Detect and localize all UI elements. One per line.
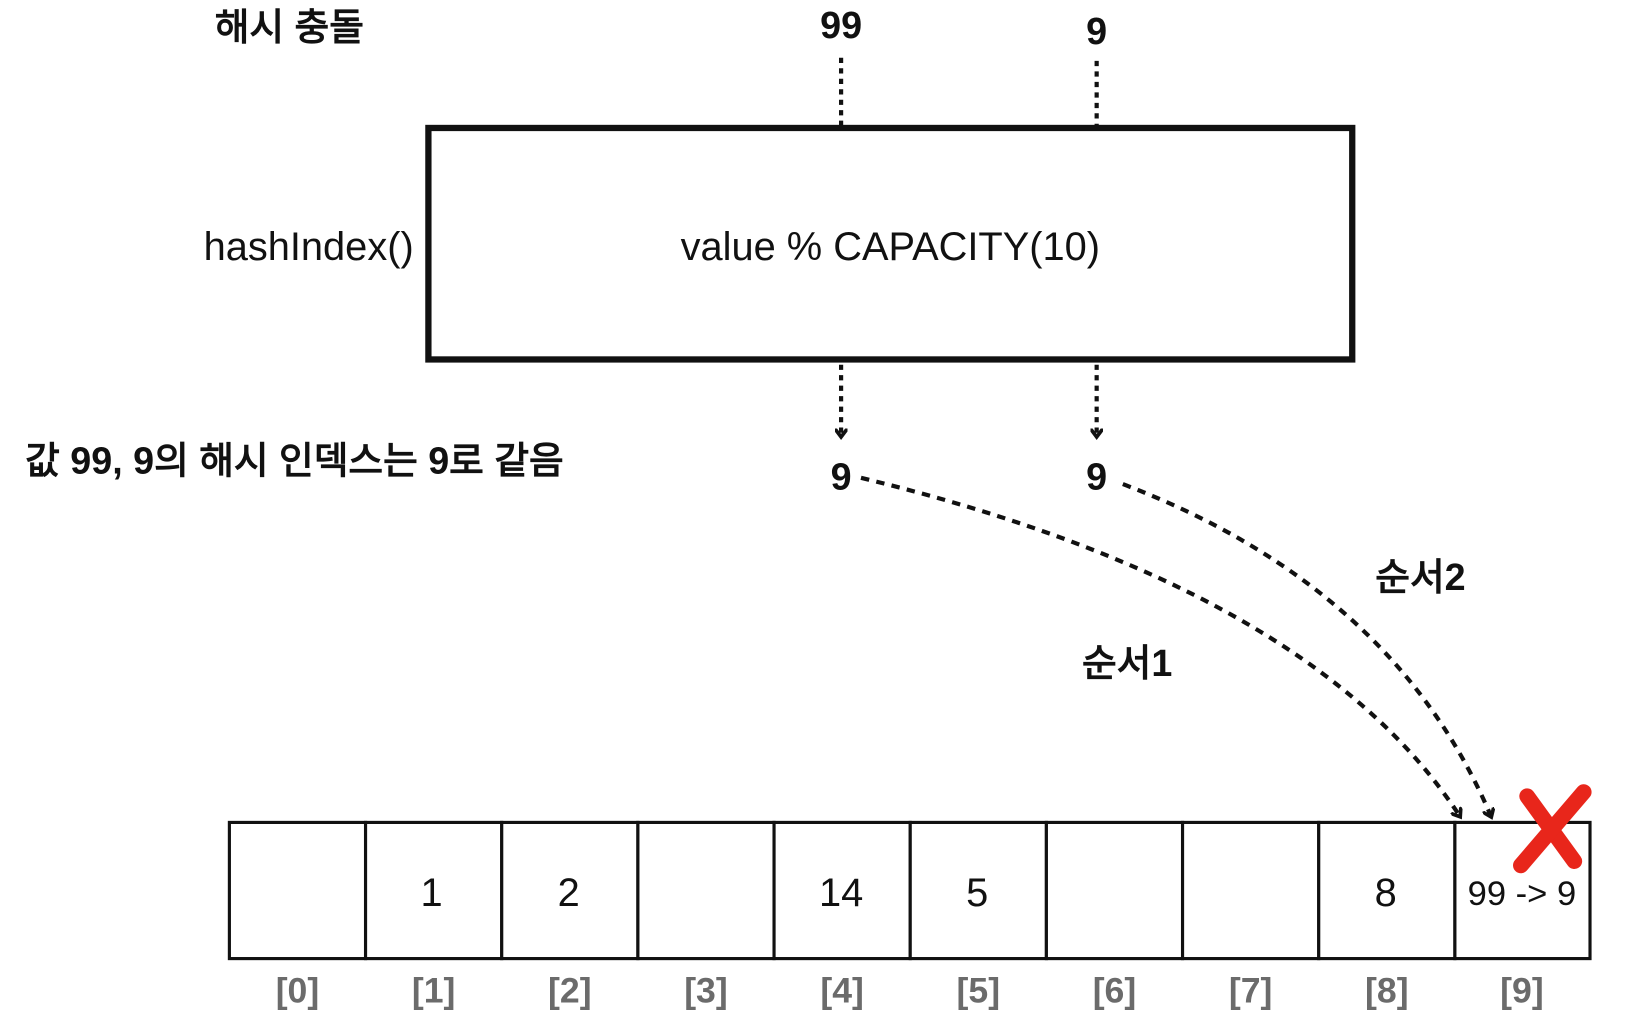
svg-text:14: 14 (819, 871, 863, 915)
hash-array: [0] 1 [1] 2 [2] [3] 14 [4] 5 [5] [6] [7] 8 [8… (227, 820, 1592, 1011)
index-label: [2] (548, 971, 592, 1011)
index-label: [4] (820, 971, 864, 1011)
index-label: [5] (957, 971, 1001, 1011)
order1-arrow (860, 475, 1459, 815)
array-cell-6: [6] (1044, 820, 1185, 1011)
array-cell-4: 14 [4] (772, 820, 912, 1011)
svg-text:99 -> 9: 99 -> 9 (1468, 875, 1577, 913)
output-index-1: 9 (831, 455, 852, 497)
array-cell-5: 5 [5] (908, 820, 1048, 1011)
svg-text:1: 1 (420, 871, 442, 915)
array-cell-3: [3] (636, 820, 776, 1011)
array-cell-9: 99 -> 9 [9] (1453, 820, 1592, 1011)
order2-label: 순서2 (1375, 556, 1465, 598)
order2-arrow (1122, 482, 1491, 815)
index-label: [7] (1229, 971, 1273, 1011)
array-cell-2: 2 [2] (500, 820, 640, 1011)
hash-function-box (425, 124, 1356, 363)
collision-note: 값 99, 9의 해시 인덱스는 9로 같음 (25, 440, 564, 482)
array-cell-0: [0] (227, 820, 368, 1011)
index-label: [6] (1093, 971, 1137, 1011)
hash-function-body: value % CAPACITY(10) (681, 225, 1100, 269)
output-index-2: 9 (1086, 455, 1107, 497)
svg-text:2: 2 (558, 871, 580, 915)
index-label: [0] (276, 971, 320, 1011)
index-label: [1] (412, 971, 456, 1011)
index-label: [8] (1365, 971, 1409, 1011)
input-value-9: 9 (1086, 10, 1107, 52)
input-value-99: 99 (820, 4, 862, 46)
svg-text:5: 5 (966, 871, 988, 915)
index-label: [9] (1500, 971, 1544, 1011)
diagram-title: 해시 충돌 (215, 6, 364, 48)
array-cell-1: 1 [1] (363, 820, 504, 1011)
array-cell-8: 8 [8] (1317, 820, 1457, 1011)
index-label: [3] (684, 971, 728, 1011)
array-cell-7: [7] (1180, 820, 1321, 1011)
svg-text:8: 8 (1375, 871, 1397, 915)
order1-label: 순서1 (1082, 642, 1172, 684)
red-x-icon (1513, 784, 1592, 874)
hash-function-label: hashIndex() (204, 225, 414, 269)
